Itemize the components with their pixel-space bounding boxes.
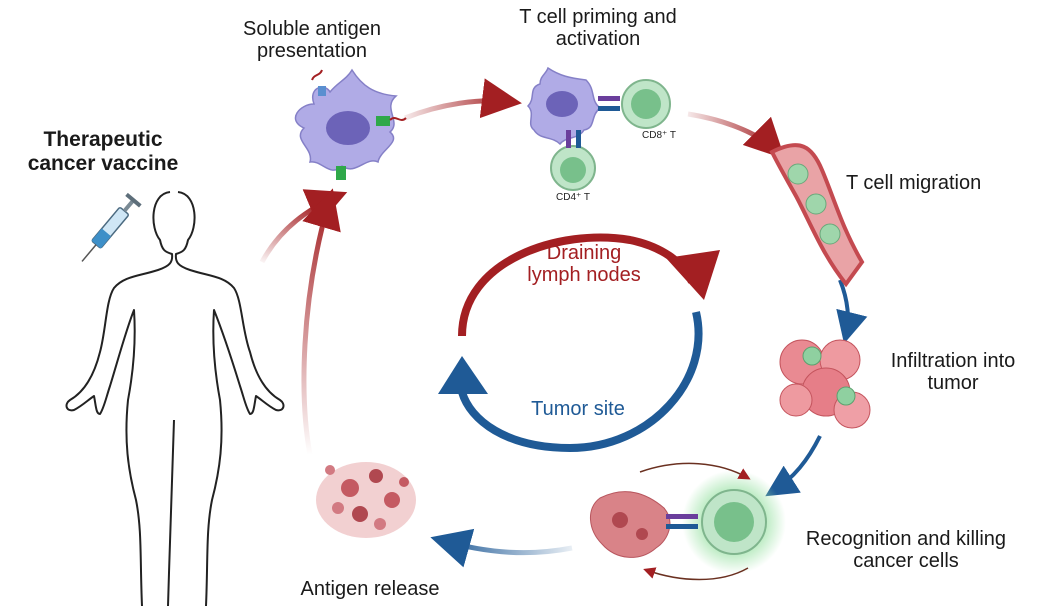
cycle-arrowhead-blue xyxy=(438,356,488,394)
label-vaccine: Therapeutic cancer vaccine xyxy=(27,128,179,175)
dendritic-cell xyxy=(294,68,407,180)
arrow-infiltration-to-recognition xyxy=(765,435,822,497)
arrow-dc-to-priming xyxy=(404,78,522,121)
label-migration: T cell migration xyxy=(846,172,982,194)
cycle-arrow-blue xyxy=(458,311,703,453)
label-lymph-nodes: Draining lymph nodes xyxy=(527,242,641,287)
arrow-priming-to-migration xyxy=(687,111,786,160)
label-priming: T cell priming and activation xyxy=(519,6,677,51)
label-tumor-site: Tumor site xyxy=(531,398,625,420)
label-cd4: CD4⁺ T xyxy=(556,192,590,203)
killing-scene xyxy=(590,462,786,581)
label-cd8: CD8⁺ T xyxy=(642,130,676,141)
arrow-migration-to-infiltration xyxy=(836,279,868,344)
cycle-arrowhead-red xyxy=(666,250,720,300)
blood-vessel xyxy=(769,143,865,288)
human-body-outline xyxy=(65,191,285,606)
label-recognition: Recognition and killing cancer cells xyxy=(805,528,1007,573)
arrow-release-to-dc xyxy=(301,188,341,456)
label-infiltration: Infiltration into tumor xyxy=(890,350,1016,395)
arrow-recognition-to-release xyxy=(430,528,573,568)
antigen-debris xyxy=(316,462,416,538)
syringe-icon xyxy=(81,192,142,262)
priming-cells xyxy=(526,66,671,191)
tumor-cluster xyxy=(779,339,871,429)
label-soluble-antigen: Soluble antigen presentation xyxy=(243,18,381,63)
label-antigen-release: Antigen release xyxy=(300,578,440,600)
